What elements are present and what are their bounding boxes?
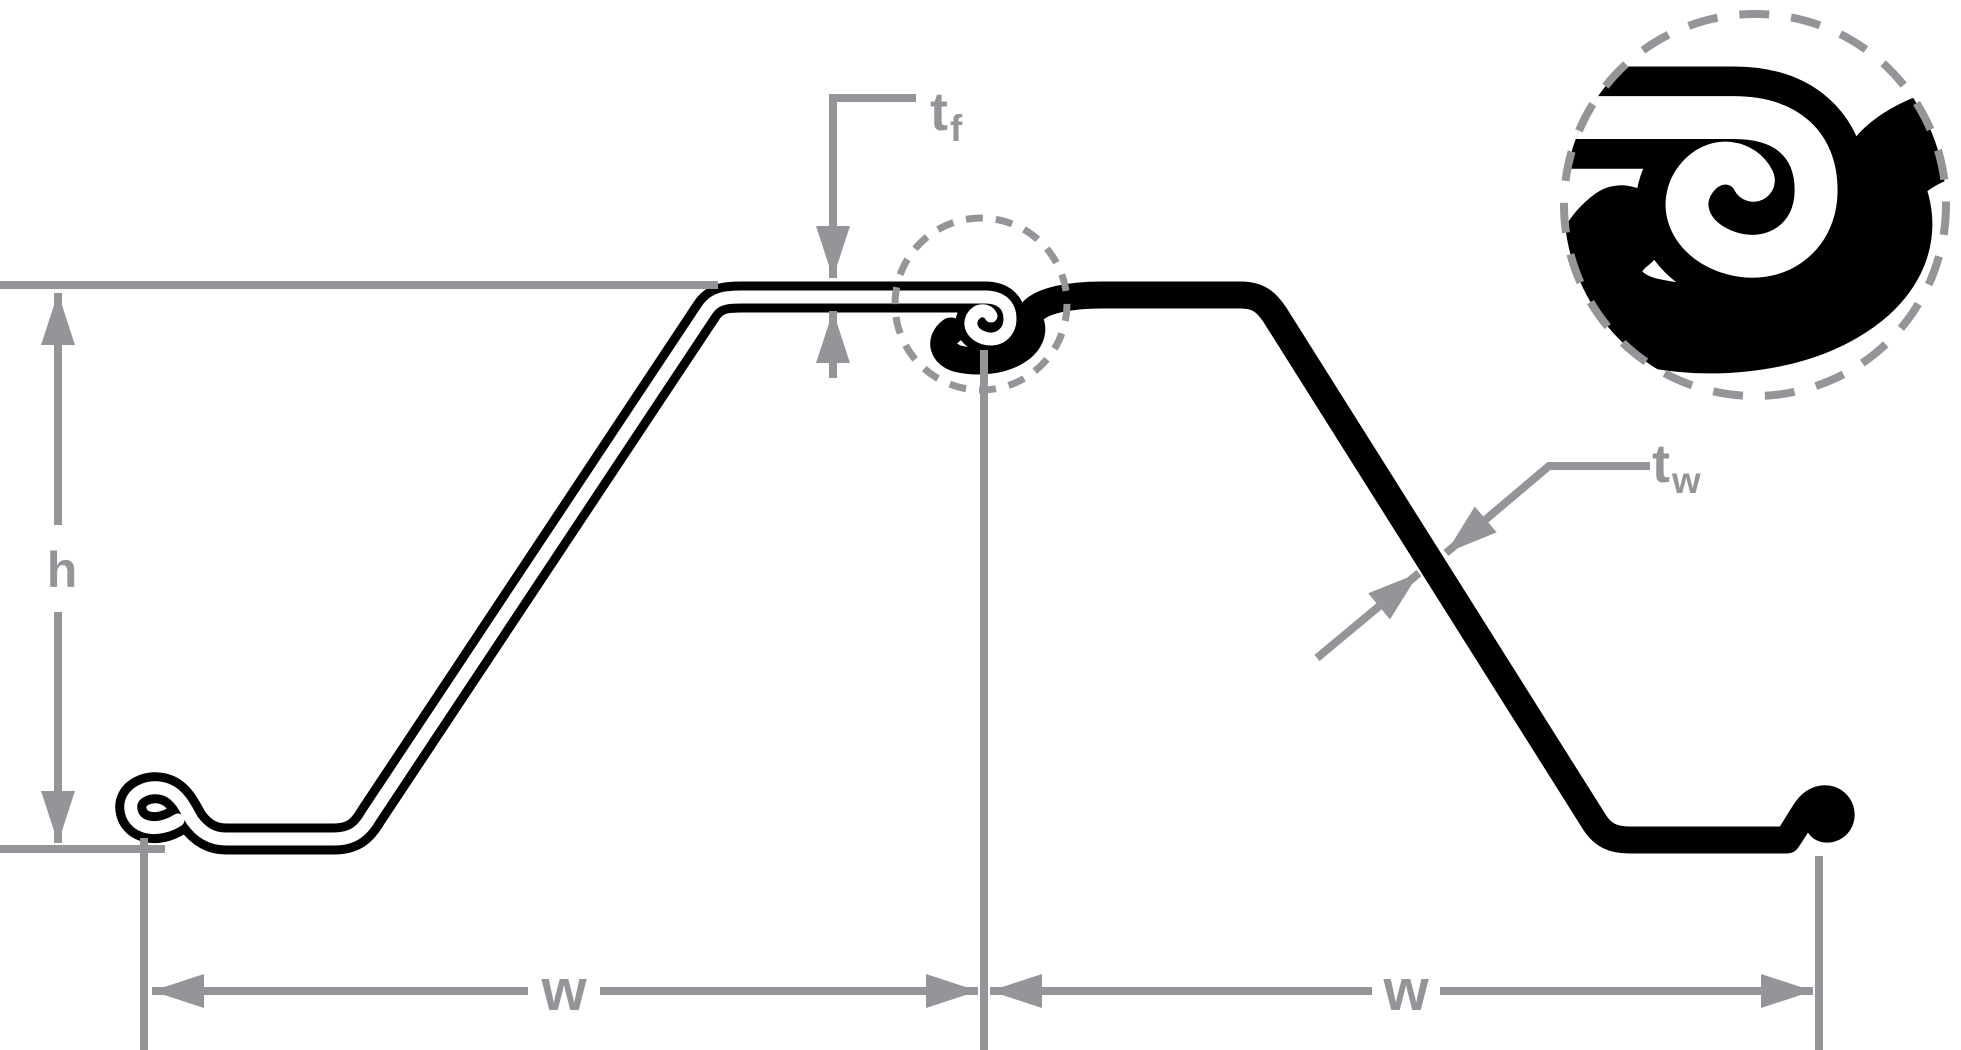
tf-label-sub: f xyxy=(949,108,963,150)
tf-leader-arrow xyxy=(816,94,916,278)
tw-label-sub: w xyxy=(1671,460,1701,502)
tw-leader-arrow xyxy=(1443,462,1650,557)
w-left-dimension-label: w xyxy=(541,958,587,1023)
tf-dimension-label: tf xyxy=(930,82,962,147)
tw-dimension-label: tw xyxy=(1652,434,1701,499)
tf-label-main: t xyxy=(930,82,948,142)
w-right-dimension-label: w xyxy=(1383,958,1429,1023)
detail-circle xyxy=(1560,10,1950,400)
tw-lower-arrow xyxy=(1314,569,1422,662)
tw-label-main: t xyxy=(1652,434,1670,494)
h-dimension-label: h xyxy=(46,542,78,598)
